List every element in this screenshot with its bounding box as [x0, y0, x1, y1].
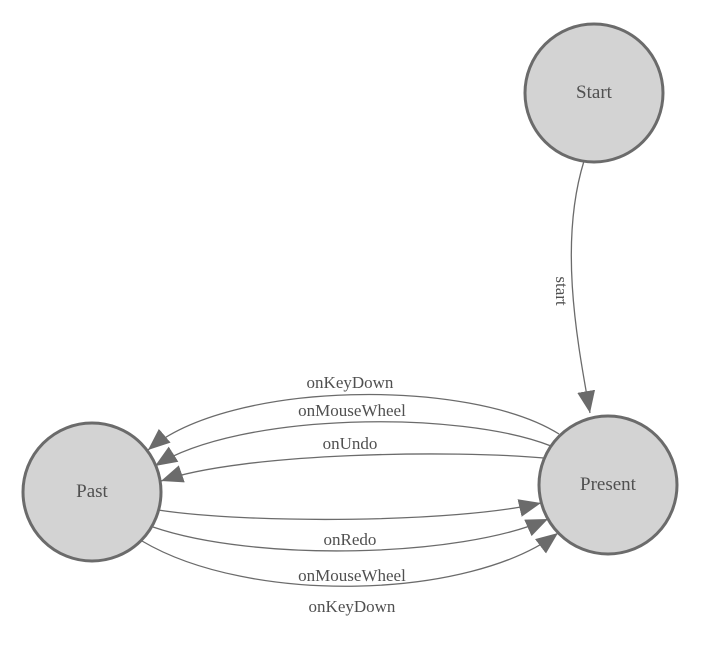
edge-label-onredo-to-present: onRedo	[324, 530, 377, 549]
node-past	[21, 421, 163, 563]
edge-onkeydown-to-present	[141, 532, 559, 587]
edge-labels-layer: start onKeyDown onMouseWheel onUndo onRedo on…	[298, 276, 571, 616]
edge-label-start: start	[552, 276, 571, 306]
edge-label-onkeydown-to-past: onKeyDown	[307, 373, 394, 392]
edge-label-onundo-to-past: onUndo	[323, 434, 378, 453]
edge-start	[570, 160, 596, 414]
edge-label-onmousewheel-to-past: onMouseWheel	[298, 401, 406, 420]
edge-onkeydown-to-past	[147, 393, 560, 451]
node-start	[523, 22, 665, 164]
edges-layer	[141, 160, 596, 587]
node-label-past: Past	[76, 481, 108, 502]
edge-label-onmousewheel-to-present: onMouseWheel	[298, 566, 406, 585]
node-label-start: Start	[576, 82, 613, 103]
edge-onmousewheel-to-present	[152, 518, 549, 552]
edge-label-onkeydown-to-present: onKeyDown	[309, 597, 396, 616]
edge-onredo-to-present	[157, 499, 542, 521]
edge-onmousewheel-to-past	[154, 421, 552, 467]
node-present	[537, 414, 679, 556]
edge-onundo-to-past	[160, 453, 545, 483]
node-label-present: Present	[580, 474, 637, 495]
